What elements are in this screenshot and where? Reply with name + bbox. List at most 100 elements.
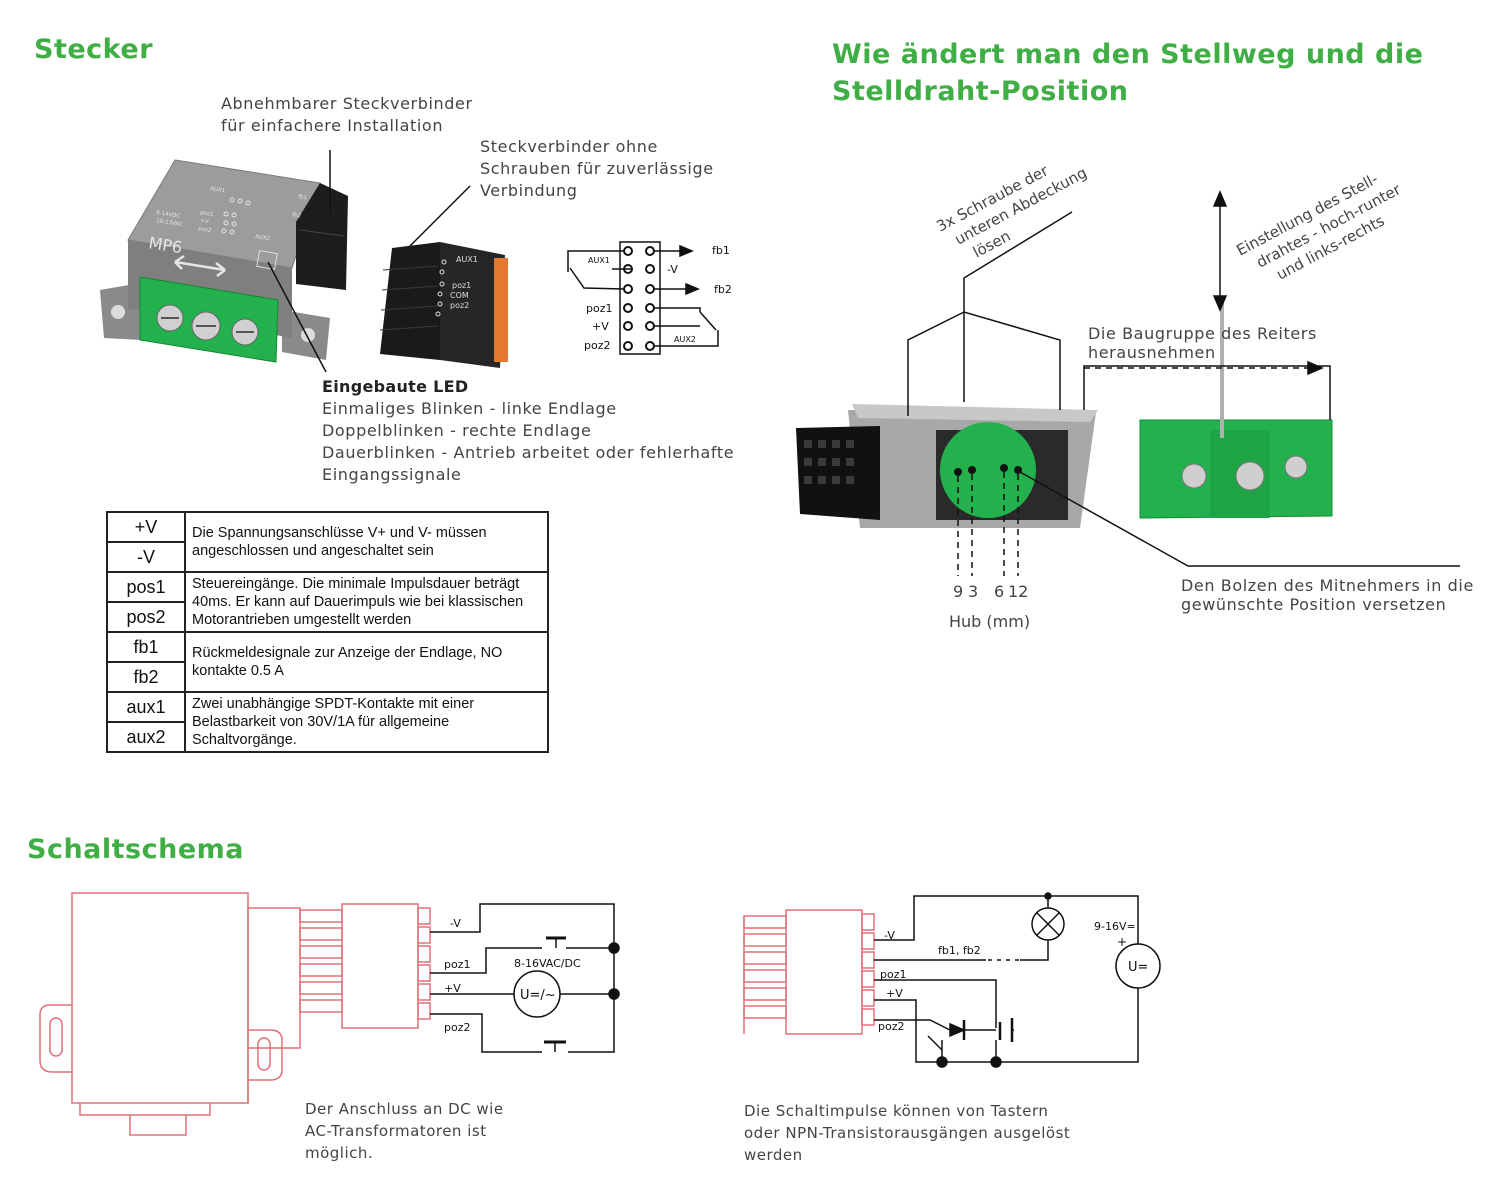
left-caption: Der Anschluss an DC wie AC-Transformator…: [305, 1098, 504, 1164]
bolt-note-2: gewünschte Position versetzen: [1181, 595, 1447, 614]
table-row: pos2: [106, 601, 548, 633]
remove-note: Die Baugruppe des Reiters herausnehmen: [1088, 324, 1317, 362]
sl-poz1: poz1: [444, 958, 471, 971]
schema-left-labels: -V poz1 +V poz2 8-16VAC/DC U=/~: [444, 917, 581, 1034]
sr-poz2: poz2: [878, 1020, 905, 1033]
schema-right: [743, 909, 875, 1035]
device-print-poz1: poz1: [200, 210, 214, 218]
table-key: pos2: [106, 601, 186, 633]
device-print: AUX1 poz1 +V poz2 8-14VDC 10-13VAC AUX2 …: [156, 186, 308, 242]
hub-value-9: 9: [953, 582, 963, 601]
led-title: Eingebaute LED: [322, 377, 469, 396]
table-row: fb2: [106, 661, 548, 693]
plug-label-poz1: poz1: [452, 281, 471, 290]
screwless-callout: Steckverbinder ohne Schrauben für zuverl…: [480, 136, 714, 202]
wire-adjust-note: Einstellung des Stell- drahtes - hoch-ru…: [1233, 170, 1404, 284]
device-print-fb1: fb1: [298, 194, 308, 201]
sr-supply: 9-16V=: [1094, 920, 1136, 933]
table-key: +V: [106, 511, 186, 543]
table-key: -V: [106, 541, 186, 573]
pinout-schematic: [567, 241, 719, 355]
table-key: pos1: [106, 571, 186, 603]
led-line-1: Einmaliges Blinken - linke Endlage: [322, 399, 617, 418]
pinout-aux2: AUX2: [674, 335, 696, 344]
sr-fb: fb1, fb2: [938, 944, 981, 957]
table-row: aux1 Zwei unabhängige SPDT-Kontakte mit …: [106, 691, 549, 753]
left-caption-2: AC-Transformatoren ist: [305, 1122, 487, 1140]
pinout-plus-v: +V: [592, 320, 609, 333]
led-callout-line: [267, 261, 327, 373]
sr-minus-v: -V: [884, 929, 895, 942]
device-print-ac: 10-13VAC: [156, 218, 184, 228]
right-caption-2: oder NPN-Transistorausgängen ausgelöst: [744, 1124, 1071, 1142]
led-line-3: Dauerblinken - Antrieb arbeitet oder feh…: [322, 443, 735, 462]
sl-plus-v: +V: [444, 982, 461, 995]
table-key: aux1: [106, 691, 186, 723]
sl-supply: 8-16VAC/DC: [514, 957, 581, 970]
right-caption: Die Schaltimpulse können von Tastern ode…: [744, 1100, 1070, 1166]
bolt-note-1: Den Bolzen des Mitnehmers in die: [1181, 576, 1474, 595]
plug-label-aux1: AUX1: [456, 255, 478, 264]
mechanism-callouts: [907, 190, 1460, 576]
stellweg-heading-line-2: Stelldraht-Position: [832, 76, 1129, 107]
device-print-fb2: fb2: [292, 212, 302, 219]
hub-label: Hub (mm): [949, 612, 1030, 631]
table-row: -V: [106, 541, 548, 573]
remove-note-2: herausnehmen: [1088, 343, 1216, 362]
pinout-aux1: AUX1: [588, 256, 610, 265]
table-desc: Rückmeldesignale zur Anzeige der Endlage…: [184, 631, 549, 693]
table-desc: Steuereingänge. Die minimale Impulsdauer…: [184, 571, 549, 633]
screwless-callout-1: Steckverbinder ohne: [480, 137, 658, 156]
plug-label-com: COM: [450, 291, 469, 300]
screw-note: 3x Schraube der unteren Abdeckung lösen: [933, 161, 1089, 261]
mechanism-illustration: [796, 300, 1333, 528]
stecker-heading: Stecker: [34, 34, 154, 65]
table-row: +V Die Spannungsanschlüsse V+ und V- müs…: [106, 511, 549, 573]
device-print-dc: 8-14VDC: [156, 210, 181, 220]
led-info: Eingebaute LED Einmaliges Blinken - link…: [322, 376, 734, 486]
table-key: aux2: [106, 721, 186, 753]
schema-left-wiring: [430, 903, 620, 1053]
hub-value-6: 6: [994, 582, 1004, 601]
pinout-fb2: fb2: [714, 283, 732, 296]
connector-callout-2: für einfachere Installation: [221, 116, 444, 135]
pinout-fb1: fb1: [712, 244, 730, 257]
right-caption-1: Die Schaltimpulse können von Tastern: [744, 1102, 1049, 1120]
sl-source: U=/~: [520, 988, 556, 1003]
schema-right-wiring: [874, 892, 1161, 1068]
right-caption-3: werden: [744, 1146, 803, 1164]
table-row: pos1 Steuereingänge. Die minimale Impuls…: [106, 571, 549, 633]
hub-values: 9 3 6 12 Hub (mm): [949, 582, 1030, 631]
screwless-callout-line: [407, 185, 471, 249]
plug-label-poz2: poz2: [450, 301, 469, 310]
connector-callout: Abnehmbarer Steckverbinder für einfacher…: [221, 93, 473, 137]
screwless-callout-3: Verbindung: [480, 181, 578, 200]
table-desc: Zwei unabhängige SPDT-Kontakte mit einer…: [184, 691, 549, 753]
led-line-4: Eingangssignale: [322, 465, 462, 484]
sr-plus-v: +V: [886, 987, 903, 1000]
stellweg-heading: Wie ändert man den Stellweg und die Stel…: [832, 36, 1423, 110]
sr-plus: +: [1117, 935, 1127, 949]
stellweg-heading-line-1: Wie ändert man den Stellweg und die: [832, 39, 1424, 70]
schema-left: [39, 892, 431, 1136]
pinout-minus-v: -V: [667, 263, 678, 276]
sl-poz2: poz2: [444, 1021, 471, 1034]
hub-value-3: 3: [968, 582, 978, 601]
table-row: aux2: [106, 721, 548, 753]
sr-source: U=: [1128, 960, 1148, 975]
device-print-aux1: AUX1: [210, 186, 226, 194]
table-key: fb2: [106, 661, 186, 693]
bolt-note: Den Bolzen des Mitnehmers in die gewünsc…: [1181, 576, 1474, 614]
device-print-poz2: poz2: [198, 226, 212, 234]
connector-callout-1: Abnehmbarer Steckverbinder: [221, 94, 473, 113]
pin-table: +V Die Spannungsanschlüsse V+ und V- müs…: [106, 511, 549, 753]
device-print-aux2: AUX2: [255, 234, 271, 242]
table-desc: Die Spannungsanschlüsse V+ und V- müssen…: [184, 511, 549, 573]
remove-note-1: Die Baugruppe des Reiters: [1088, 324, 1317, 343]
sr-poz1: poz1: [880, 968, 907, 981]
led-line-2: Doppelblinken - rechte Endlage: [322, 421, 592, 440]
pinout-labels: AUX1 fb1 -V fb2 poz1 +V poz2 AUX2: [584, 244, 732, 352]
hub-value-12: 12: [1008, 582, 1028, 601]
pinout-poz2: poz2: [584, 339, 611, 352]
